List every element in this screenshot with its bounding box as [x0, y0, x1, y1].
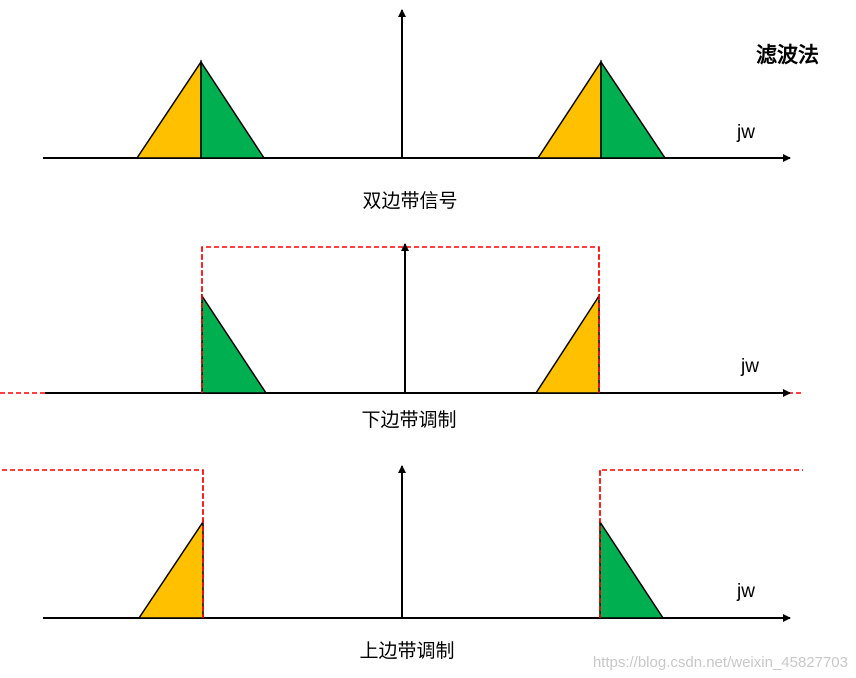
right-lower-sideband-triangle: [534, 293, 600, 394]
right-upper-sideband-triangle: [599, 519, 665, 619]
panel-upper-sideband: jw 上边带调制: [2, 465, 803, 662]
axis-label-jw: jw: [736, 581, 755, 602]
right-lower-sideband-triangle: [536, 59, 602, 159]
bandpass-filter-line: [0, 246, 803, 394]
left-lower-sideband-triangle: [135, 59, 202, 159]
page-title: 滤波法: [756, 43, 819, 67]
left-upper-sideband-triangle: [200, 59, 266, 159]
right-upper-sideband-triangle: [600, 59, 667, 159]
panel-caption: 下边带调制: [361, 409, 456, 431]
panel-double-sideband: jw 双边带信号: [43, 9, 791, 212]
watermark: https://blog.csdn.net/weixin_45827703: [593, 654, 848, 671]
panel-caption: 双边带信号: [362, 190, 457, 212]
left-lower-sideband-triangle: [137, 519, 204, 619]
axis-label-jw: jw: [740, 356, 759, 377]
panel-lower-sideband: jw 下边带调制: [0, 243, 803, 431]
panel-caption: 上边带调制: [359, 640, 454, 662]
axis-label-jw: jw: [736, 122, 755, 143]
left-upper-sideband-triangle: [201, 293, 268, 394]
